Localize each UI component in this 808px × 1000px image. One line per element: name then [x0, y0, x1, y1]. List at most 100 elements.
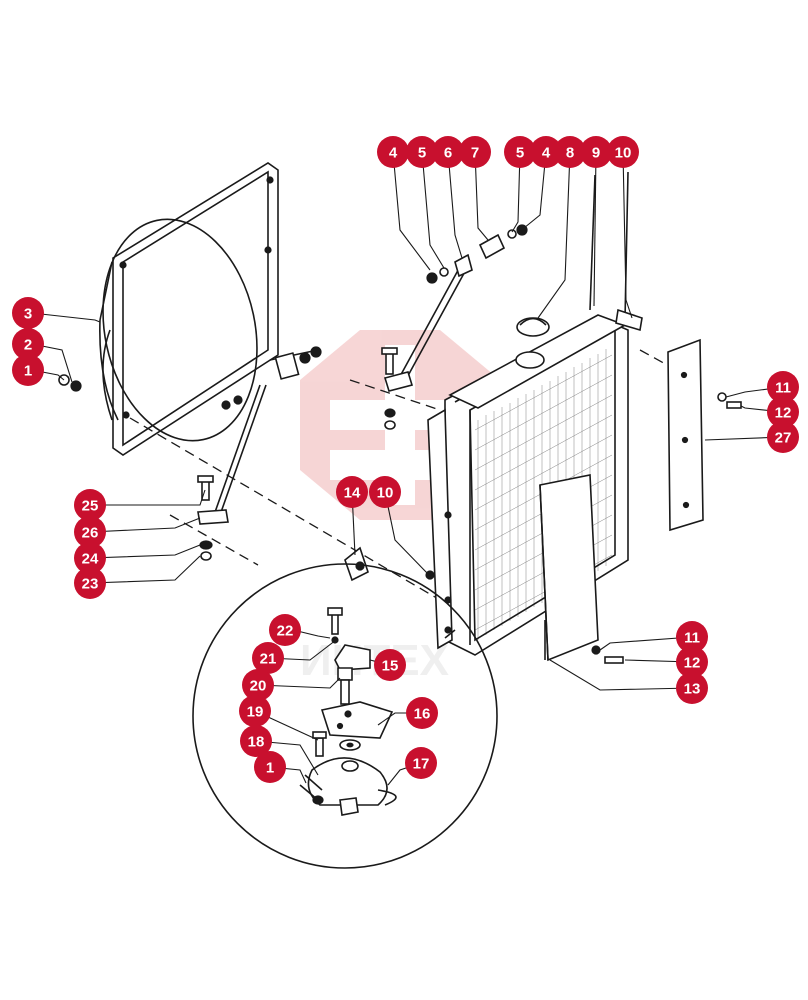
callout-badge-circle	[676, 621, 708, 653]
callout-number: 19	[247, 704, 264, 721]
callout-badge-circle	[12, 354, 44, 386]
callout-badge-10: 10	[369, 476, 401, 508]
callout-badge-circle	[406, 136, 438, 168]
callout-badge-circle	[504, 136, 536, 168]
callout-number: 11	[775, 380, 791, 397]
callout-number: 5	[418, 145, 426, 162]
callout-badge-circle	[74, 542, 106, 574]
callout-badge-12: 12	[767, 396, 799, 428]
watermark-text-group: ИНТЕХ	[300, 636, 449, 685]
fan-strut	[197, 346, 322, 525]
callout-badge-13: 13	[676, 672, 708, 704]
fasteners-lower-right	[591, 645, 624, 664]
callout-badge-circle	[12, 297, 44, 329]
callout-badge-11: 11	[767, 371, 799, 403]
callout-number: 6	[444, 145, 452, 162]
callout-badge-circle	[240, 725, 272, 757]
callout-number: 8	[566, 145, 574, 162]
callout-badge-22: 22	[269, 614, 301, 646]
callout-badge-circle	[242, 669, 274, 701]
radiator	[427, 171, 643, 656]
callout-number: 21	[260, 651, 277, 668]
callout-badge-circle	[580, 136, 612, 168]
callout-badge-4: 4	[530, 136, 562, 168]
callout-number: 16	[414, 706, 431, 723]
fasteners-upper-right	[717, 392, 742, 409]
callout-badge-circle	[239, 695, 271, 727]
callout-badge-circle	[676, 672, 708, 704]
callout-badge-16: 16	[406, 697, 438, 729]
callout-badge-circle	[767, 421, 799, 453]
callout-badge-21: 21	[252, 642, 284, 674]
callout-badge-27: 27	[767, 421, 799, 453]
watermark-text: ИНТЕХ	[300, 636, 449, 685]
callout-badge-7: 7	[459, 136, 491, 168]
callout-number: 1	[24, 363, 32, 380]
callout-badge-circle	[459, 136, 491, 168]
callout-badge-6: 6	[432, 136, 464, 168]
callout-badge-circle	[374, 649, 406, 681]
callout-number: 17	[413, 756, 430, 773]
callout-badge-circle	[377, 136, 409, 168]
callout-badge-circle	[554, 136, 586, 168]
radiator-cap	[516, 317, 550, 337]
callout-number: 3	[24, 306, 32, 323]
callout-badge-26: 26	[74, 516, 106, 548]
callout-badge-3: 3	[12, 297, 44, 329]
callout-number: 13	[684, 681, 701, 698]
callout-badge-circle	[269, 614, 301, 646]
callout-number: 18	[248, 734, 265, 751]
callout-badge-circle	[530, 136, 562, 168]
callout-badge-23: 23	[74, 567, 106, 599]
callout-badge-circle	[369, 476, 401, 508]
callout-badge-circle	[336, 476, 368, 508]
callout-number: 27	[775, 430, 792, 447]
callout-badge-19: 19	[239, 695, 271, 727]
callout-badge-circle	[74, 489, 106, 521]
callout-number: 20	[250, 678, 267, 695]
callout-number: 25	[82, 498, 99, 515]
callout-number: 12	[775, 405, 792, 422]
alignment-line-main	[129, 417, 441, 601]
callout-badge-1: 1	[12, 354, 44, 386]
callout-number: 10	[377, 485, 394, 502]
callout-number: 23	[82, 576, 99, 593]
callout-number: 9	[592, 145, 600, 162]
callout-number: 7	[471, 145, 479, 162]
callout-badge-5: 5	[504, 136, 536, 168]
bolt-stack-left	[169, 475, 259, 566]
callout-badge-circle	[12, 328, 44, 360]
callout-badge-circle	[767, 371, 799, 403]
callout-number: 10	[615, 145, 632, 162]
callout-badge-circle	[607, 136, 639, 168]
side-seal-strip	[667, 338, 704, 532]
callout-badge-10: 10	[607, 136, 639, 168]
callout-number: 5	[516, 145, 524, 162]
callout-number: 1	[266, 760, 274, 777]
detail-circle	[192, 563, 498, 869]
callout-badge-4: 4	[377, 136, 409, 168]
callout-badge-11: 11	[676, 621, 708, 653]
callout-badge-18: 18	[240, 725, 272, 757]
callout-number: 12	[684, 655, 701, 672]
upper-stay-rod	[381, 224, 528, 430]
callout-badge-circle	[252, 642, 284, 674]
baffle-shield	[539, 474, 599, 662]
callout-number: 4	[389, 145, 398, 162]
callout-number: 15	[382, 658, 399, 675]
fan-shroud	[99, 162, 279, 456]
callout-number: 14	[344, 485, 361, 502]
callout-badge-9: 9	[580, 136, 612, 168]
callout-badge-circle	[432, 136, 464, 168]
callout-badge-14: 14	[336, 476, 368, 508]
callout-badge-12: 12	[676, 646, 708, 678]
callout-number: 2	[24, 337, 32, 354]
callout-badge-15: 15	[374, 649, 406, 681]
callout-badge-circle	[74, 516, 106, 548]
callout-badge-2: 2	[12, 328, 44, 360]
callout-badge-17: 17	[405, 747, 437, 779]
callout-badge-20: 20	[242, 669, 274, 701]
callout-badge-24: 24	[74, 542, 106, 574]
